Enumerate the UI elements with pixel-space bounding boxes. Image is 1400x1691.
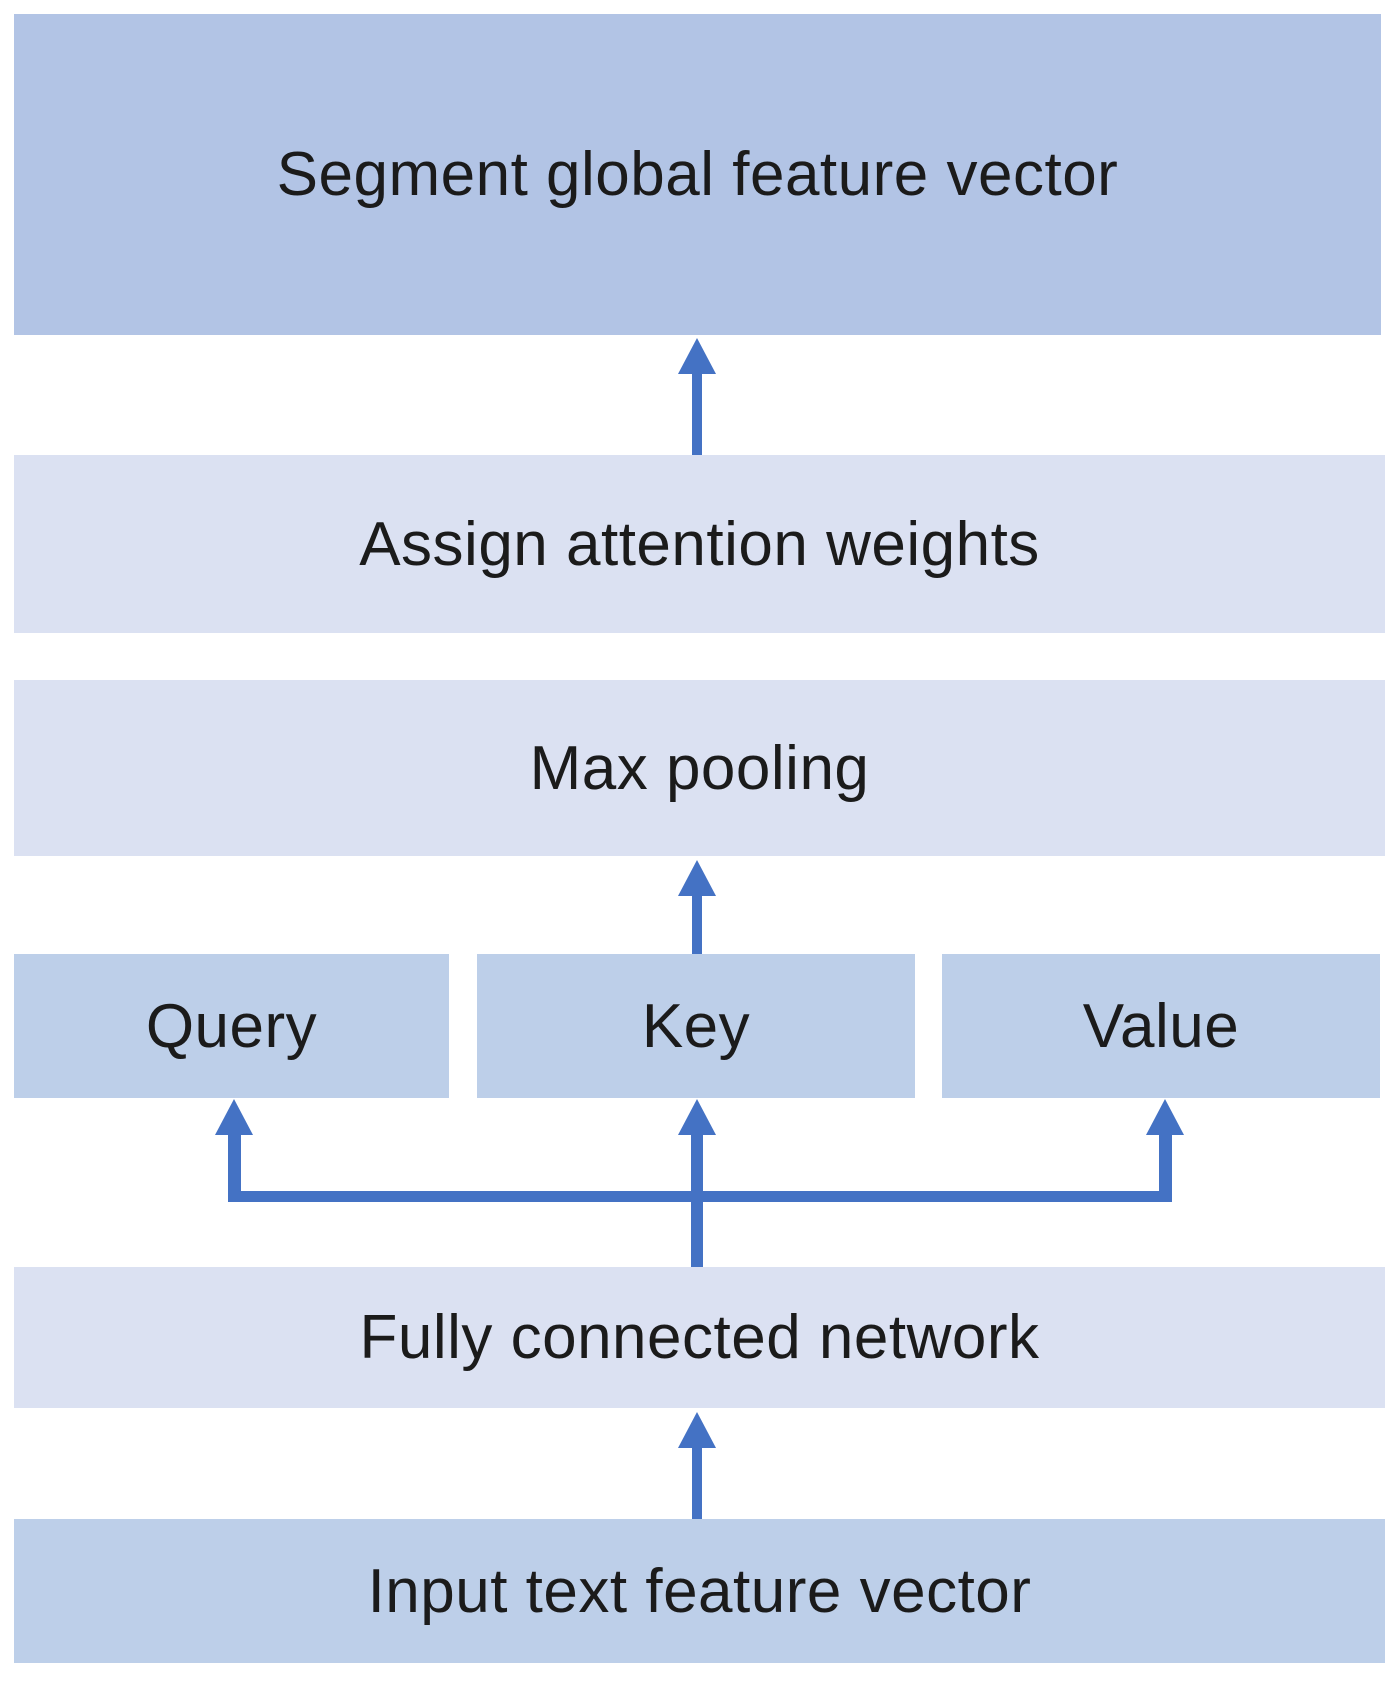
arrowhead-up-icon [678,1099,716,1135]
node-segment-global-feature-vector: Segment global feature vector [14,14,1381,335]
node-value: Value [942,954,1380,1098]
arrow-stem [692,892,702,958]
arrowhead-up-icon [678,1412,716,1448]
node-label: Segment global feature vector [276,140,1119,209]
arrowhead-up-icon [1146,1099,1184,1135]
node-key: Key [477,954,915,1098]
arrowhead-up-icon [678,860,716,896]
arrow-stem [691,1130,703,1268]
node-label: Key [641,991,751,1061]
node-max-pooling: Max pooling [14,680,1385,856]
node-label: Query [145,991,318,1061]
node-query: Query [14,954,449,1098]
arrow-stem [1159,1130,1172,1202]
arrowhead-up-icon [678,338,716,374]
node-input-text-feature-vector: Input text feature vector [14,1519,1385,1663]
node-fully-connected-network: Fully connected network [14,1267,1385,1408]
node-assign-attention-weights: Assign attention weights [14,455,1385,633]
arrow-stem [692,370,702,455]
arrowhead-up-icon [215,1099,253,1135]
node-label: Input text feature vector [367,1556,1032,1626]
arrow-stem [228,1130,241,1202]
arrow-stem [692,1444,702,1524]
node-label: Max pooling [529,733,870,803]
node-label: Value [1082,991,1240,1061]
node-label: Fully connected network [359,1303,1040,1372]
node-label: Assign attention weights [359,509,1040,579]
